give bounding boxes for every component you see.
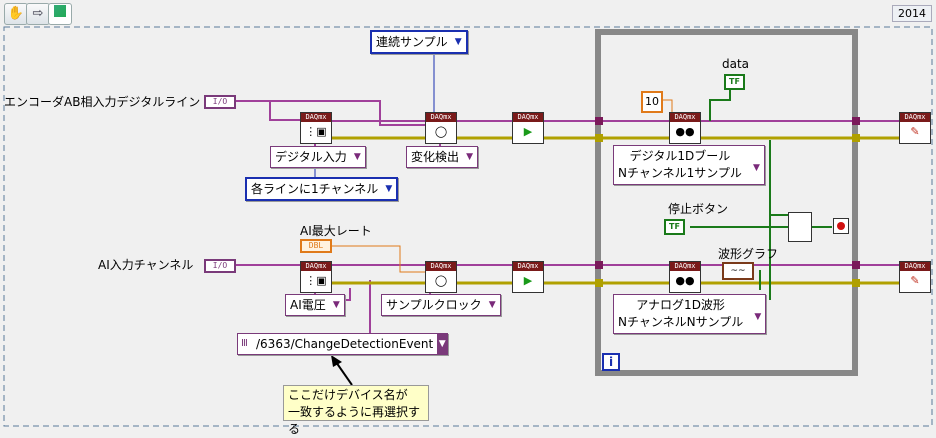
ai-channel-terminal[interactable]: I/O	[204, 259, 236, 273]
or-function[interactable]	[788, 212, 812, 242]
const-10[interactable]: 10	[641, 91, 663, 113]
ai-max-rate-label: AI最大レート	[300, 224, 372, 238]
stop-condition[interactable]	[833, 218, 849, 234]
ai-max-rate-terminal[interactable]: DBL	[300, 239, 332, 253]
sample-clock-ring[interactable]: サンプルクロック▼	[381, 294, 501, 316]
waveform-graph-terminal[interactable]: ~~	[722, 262, 754, 280]
waveform-graph-label: 波形グラフ	[718, 247, 779, 261]
sample-mode-ring[interactable]: 連続サンプル▼	[370, 30, 468, 54]
ai-channel-label: AI入力チャンネル	[98, 258, 194, 272]
while-loop-border	[595, 29, 858, 376]
daqmx-create-channel-digital[interactable]: DAQmx⋮▣	[300, 112, 332, 144]
daqmx-clear-ai[interactable]: DAQmx✎	[899, 261, 931, 293]
daqmx-create-channel-ai[interactable]: DAQmx⋮▣	[300, 261, 332, 293]
comment-callout: ここだけデバイス名が 一致するように再選択する	[283, 385, 429, 436]
stop-button-label: 停止ボタン	[668, 202, 729, 216]
encoder-channel-label: エンコーダAB相入力デジタルライン	[4, 95, 201, 109]
data-label: data	[722, 57, 750, 71]
stop-button-terminal[interactable]: TF	[664, 219, 685, 235]
daqmx-timing-digital[interactable]: DAQmx◯	[425, 112, 457, 144]
daqmx-clear-digital[interactable]: DAQmx✎	[899, 112, 931, 144]
daqmx-read-ai[interactable]: DAQmx●●	[669, 261, 701, 293]
encoder-channel-terminal[interactable]: I/O	[204, 95, 236, 109]
line-grouping-ring[interactable]: 各ラインに1チャンネル▼	[245, 177, 399, 201]
daqmx-timing-ai[interactable]: DAQmx◯	[425, 261, 457, 293]
digital-input-ring[interactable]: デジタル入力▼	[270, 146, 366, 168]
ai-voltage-ring[interactable]: AI電圧▼	[285, 294, 345, 316]
highlight-icon[interactable]	[48, 3, 72, 25]
daqmx-read-digital[interactable]: DAQmx●●	[669, 112, 701, 144]
toolbar: ✋ ⇨ 2014	[0, 0, 936, 25]
loop-iteration-terminal: i	[602, 353, 620, 371]
clock-source-ring[interactable]: Ⅲ /6363/ChangeDetectionEvent▼	[237, 333, 449, 355]
version-label: 2014	[892, 5, 932, 22]
change-detection-ring[interactable]: 変化検出▼	[406, 146, 479, 168]
daqmx-start-digital[interactable]: DAQmx▶	[512, 112, 544, 144]
data-indicator[interactable]: TF	[724, 74, 745, 90]
daqmx-start-ai[interactable]: DAQmx▶	[512, 261, 544, 293]
